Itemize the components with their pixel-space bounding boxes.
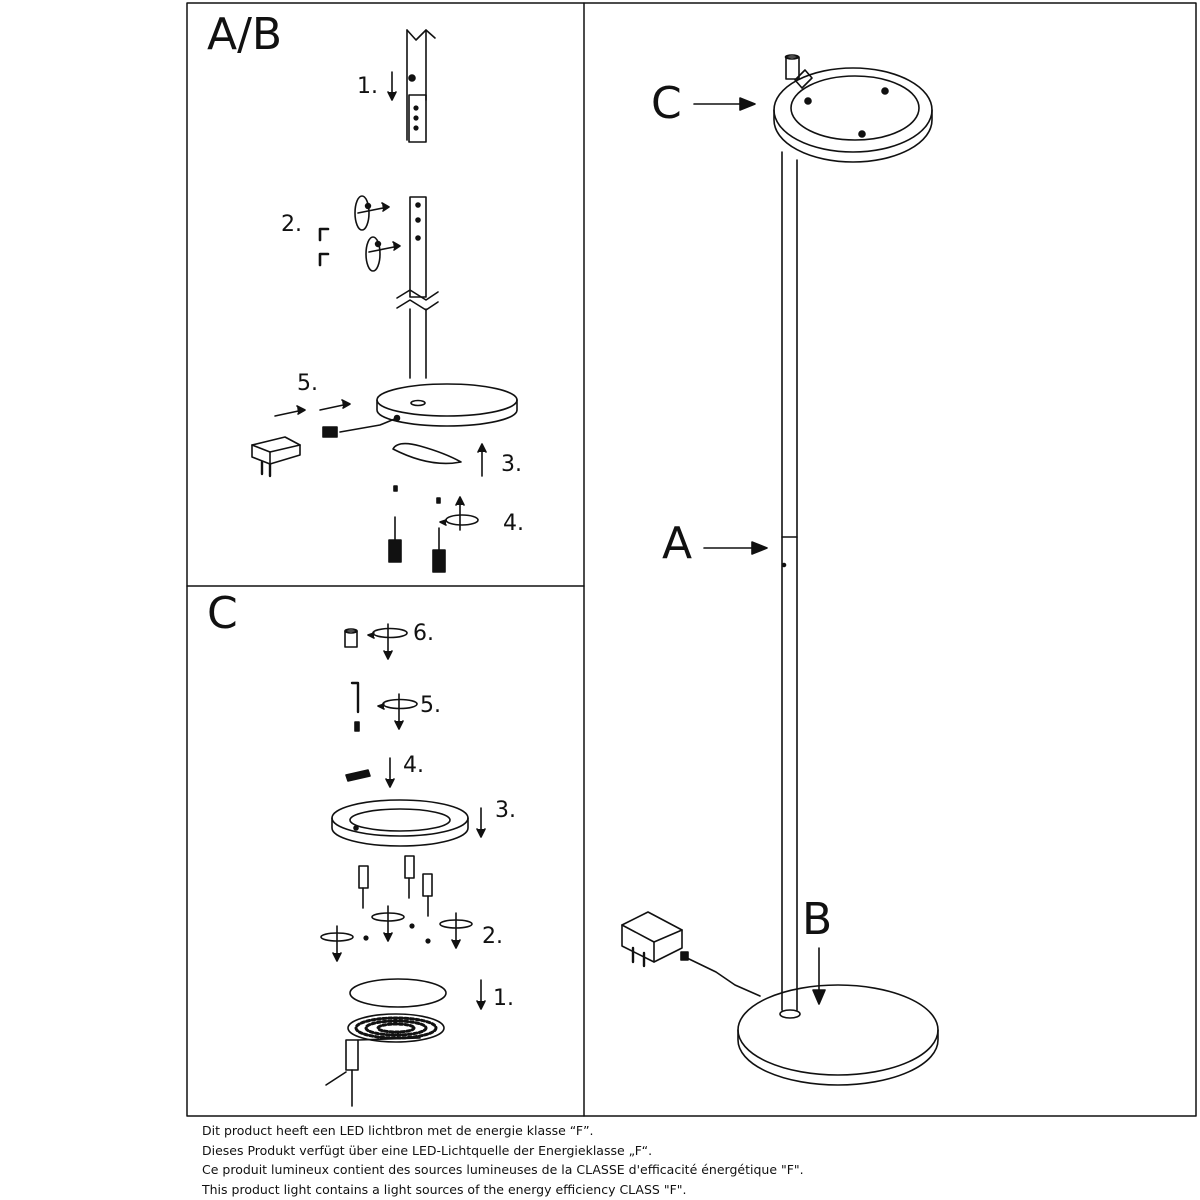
- c-step-1: 1.: [493, 986, 514, 1011]
- callout-c: C: [651, 78, 682, 129]
- ab-step4-screws: [388, 485, 479, 573]
- ab-step-1: 1.: [357, 74, 378, 99]
- c-step6-cap: [344, 623, 408, 660]
- c-step4-bracket: [345, 757, 395, 788]
- c-step2-leds: [320, 855, 473, 962]
- ab-step-2: 2.: [281, 212, 302, 237]
- panel-label-c: C: [207, 588, 238, 639]
- c-step-2: 2.: [482, 924, 503, 949]
- ab-step3-cover: [392, 442, 487, 477]
- panel-label-ab: A/B: [207, 9, 283, 60]
- note-dutch: Dit product heeft een LED lichtbron met …: [202, 1123, 594, 1138]
- ab-base: [376, 383, 518, 427]
- c-step5-rod: [350, 681, 418, 732]
- ab-step1-tube: [387, 29, 436, 143]
- c-step1-plate: [325, 978, 486, 1107]
- c-step-3: 3.: [495, 798, 516, 823]
- callout-a: A: [662, 518, 693, 569]
- note-german: Dieses Produkt verfügt über eine LED-Lic…: [202, 1142, 653, 1158]
- c-step-6: 6.: [413, 621, 434, 646]
- c-step3-ring: [331, 799, 486, 847]
- note-english: This product light contains a light sour…: [202, 1181, 687, 1197]
- energy-class-notes: Dit product heeft een LED lichtbron met …: [202, 1121, 1002, 1199]
- c-step-4: 4.: [403, 753, 424, 778]
- callout-b: B: [802, 894, 833, 945]
- ab-step2-pole: [318, 195, 439, 379]
- ab-step-4: 4.: [503, 511, 524, 536]
- ab-step-3: 3.: [501, 452, 522, 477]
- panel-borders: [186, 2, 1197, 1117]
- lamp-overview: [621, 54, 939, 1086]
- c-step-5: 5.: [420, 693, 441, 718]
- note-french: Ce produit lumineux contient des sources…: [202, 1162, 804, 1177]
- ab-step5-adapter: [251, 399, 398, 478]
- ab-step-5: 5.: [297, 371, 318, 396]
